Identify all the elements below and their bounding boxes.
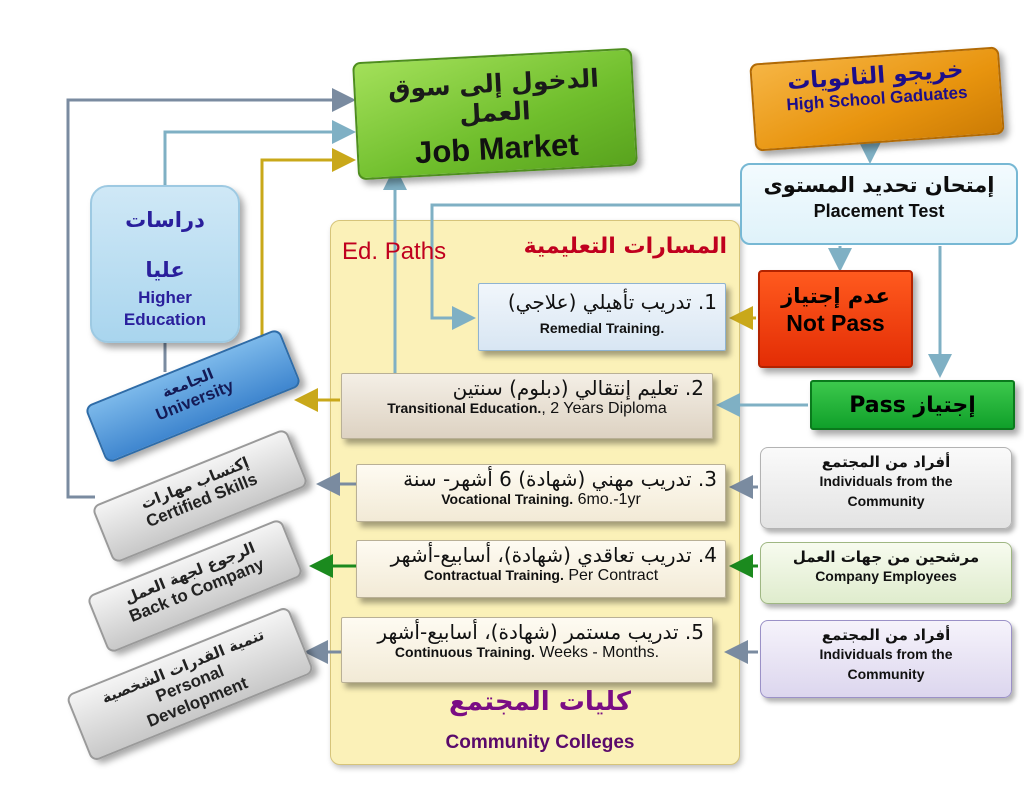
higher-ed-ar-2: عليا — [145, 258, 185, 282]
individuals-community-box-1: أفراد من المجتمع Individuals from the Co… — [760, 447, 1012, 529]
path-contractual-training: 4. تدريب تعاقدي (شهادة)، أسابيع-أشهر Con… — [356, 540, 726, 598]
higher-ed-en-2: Education — [123, 310, 207, 329]
path-1-ar: 1. تدريب تأهيلي (علاجي) — [507, 290, 717, 314]
arrow-highered-to-job — [163, 120, 356, 185]
path-2-en-bold: Transitional Education. — [387, 400, 542, 416]
higher-education-box: دراسات عليا Higher Education — [90, 185, 240, 343]
higher-ed-ar-1: دراسات — [125, 208, 205, 232]
path-4-en-rest: Per Contract — [563, 567, 659, 584]
arrow-placement-to-remedial — [430, 203, 740, 330]
company-employees-box: مرشحين من جهات العمل Company Employees — [760, 542, 1012, 604]
path-5-ar: 5. تدريب مستمر (شهادة)، أسابيع-أشهر — [377, 620, 704, 644]
path-1-en-bold: Remedial Training. — [539, 320, 665, 336]
path-vocational-training: 3. تدريب مهني (شهادة) 6 أشهر- سنة Vocati… — [356, 464, 726, 522]
path-3-ar: 3. تدريب مهني (شهادة) 6 أشهر- سنة — [403, 467, 717, 491]
path-2-en-rest: , 2 Years Diploma — [541, 400, 667, 417]
community-colleges-title-ar: كليات المجتمع — [449, 687, 631, 717]
individuals2-en-2: Community — [847, 666, 925, 682]
path-4-en-bold: Contractual Training. — [423, 567, 564, 583]
individuals2-ar: أفراد من المجتمع — [821, 626, 951, 644]
ed-paths-ar: المسارات التعليمية — [523, 234, 727, 259]
path-4-ar: 4. تدريب تعاقدي (شهادة)، أسابيع-أشهر — [390, 543, 717, 567]
individuals-community-box-2: أفراد من المجتمع Individuals from the Co… — [760, 620, 1012, 698]
pass-box: إجتياز Pass — [810, 380, 1015, 430]
community-colleges-title-en: Community Colleges — [445, 732, 635, 753]
placement-ar: إمتحان تحديد المستوى — [763, 173, 995, 197]
individuals1-en-2: Community — [847, 493, 925, 509]
not-pass-en: Not Pass — [786, 310, 885, 336]
higher-ed-en-1: Higher — [138, 288, 192, 307]
placement-en: Placement Test — [813, 201, 945, 221]
path-5-en-bold: Continuous Training. — [394, 644, 535, 660]
path-continuous-training: 5. تدريب مستمر (شهادة)، أسابيع-أشهر Cont… — [341, 617, 713, 683]
individuals1-ar: أفراد من المجتمع — [821, 453, 951, 471]
individuals1-en-1: Individuals from the — [819, 473, 953, 489]
path-2-ar: 2. تعليم إنتقالي (دبلوم) سنتين — [452, 376, 704, 400]
not-pass-box: عدم إجتياز Not Pass — [758, 270, 913, 368]
job-market-box: الدخول إلى سوق العمل Job Market — [352, 47, 638, 181]
employees-en: Company Employees — [815, 568, 957, 584]
not-pass-ar: عدم إجتياز — [781, 284, 890, 308]
path-3-en-bold: Vocational Training. — [441, 491, 574, 507]
path-remedial-training: 1. تدريب تأهيلي (علاجي) Remedial Trainin… — [478, 283, 726, 351]
path-transitional-education: 2. تعليم إنتقالي (دبلوم) سنتين Transitio… — [341, 373, 713, 439]
path-5-en-rest: Weeks - Months. — [534, 644, 660, 661]
ed-paths-en: Ed. Paths — [342, 238, 447, 265]
pass-label: إجتياز Pass — [849, 393, 976, 418]
arrow-certified-to-job — [66, 88, 356, 499]
placement-test-box: إمتحان تحديد المستوى Placement Test — [740, 163, 1018, 245]
employees-ar: مرشحين من جهات العمل — [792, 548, 980, 566]
individuals2-en-1: Individuals from the — [819, 646, 953, 662]
arrow-university-to-job — [260, 148, 356, 372]
path-3-en-rest: 6mo.-1yr — [573, 491, 641, 508]
job-market-ar: الدخول إلى سوق العمل — [387, 63, 600, 129]
high-school-box: خريجو الثانويات High School Gaduates — [749, 46, 1005, 152]
